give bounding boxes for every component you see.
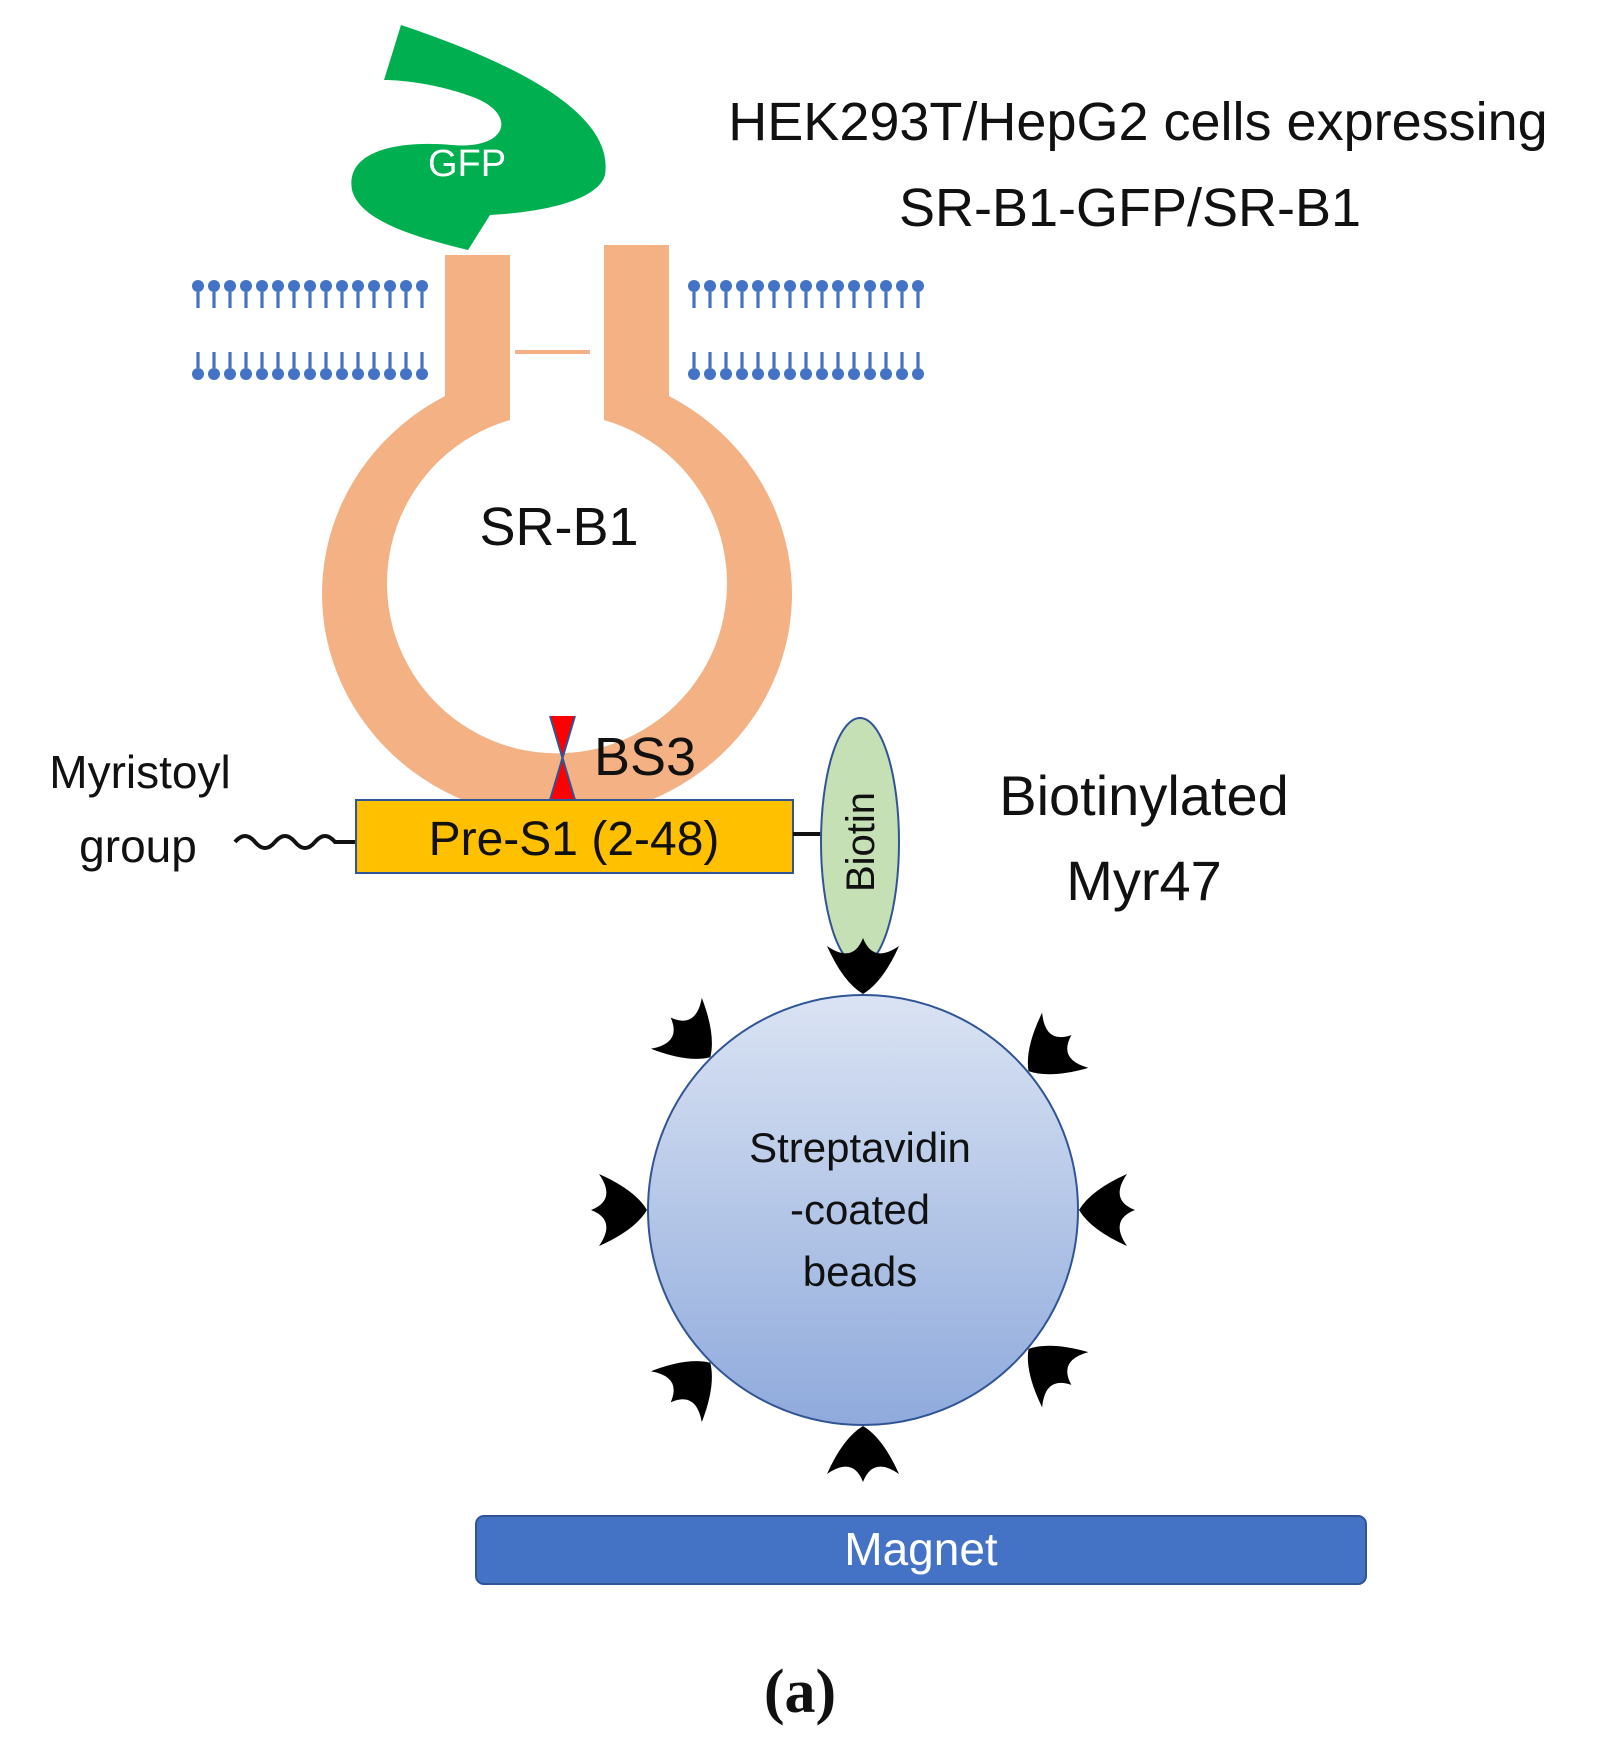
lipid-outer	[830, 278, 846, 310]
lipid-inner	[382, 350, 398, 382]
streptavidin-site	[650, 1361, 712, 1423]
lipid-outer	[798, 278, 814, 310]
streptavidin-bead	[647, 994, 1079, 1426]
lipid-outer	[334, 278, 350, 310]
biotinylated-label-line2: Myr47	[1066, 849, 1222, 912]
lipid-inner	[270, 350, 286, 382]
lipid-outer	[894, 278, 910, 310]
lipid-inner	[366, 350, 382, 382]
pres1-label: Pre-S1 (2-48)	[429, 813, 720, 866]
bs3-crosslinker	[549, 715, 576, 801]
lipid-inner	[782, 350, 798, 382]
streptavidin-site	[1027, 1345, 1089, 1408]
lipid-inner	[702, 350, 718, 382]
lipid-outer	[398, 278, 414, 310]
gfp-label: GFP	[428, 143, 506, 185]
lipid-outer	[718, 278, 734, 310]
lipid-inner	[846, 350, 862, 382]
streptavidin-site	[827, 1426, 899, 1482]
lipid-inner	[862, 350, 878, 382]
myristoyl-chain	[233, 834, 356, 850]
lipid-inner	[334, 350, 350, 382]
bs3-label: BS3	[594, 727, 696, 787]
myristoyl-label-line2: group	[79, 820, 197, 872]
lipid-outer	[414, 278, 430, 310]
lipid-outer	[750, 278, 766, 310]
pres1-box	[355, 799, 794, 874]
lipid-outer	[254, 278, 270, 310]
lipid-inner	[910, 350, 926, 382]
lipid-inner	[286, 350, 302, 382]
lipid-inner	[302, 350, 318, 382]
lipid-outer	[702, 278, 718, 310]
lipid-outer	[222, 278, 238, 310]
lipid-inner	[398, 350, 414, 382]
biotinylated-label-line1: Biotinylated	[999, 764, 1289, 827]
streptavidin-site	[650, 997, 712, 1059]
lipid-inner	[894, 350, 910, 382]
streptavidin-label-line3: beads	[803, 1248, 917, 1295]
lipid-outer	[318, 278, 334, 310]
lipid-inner	[718, 350, 734, 382]
lipid-outer	[206, 278, 222, 310]
cells-label-line1: HEK293T/HepG2 cells expressing	[728, 92, 1547, 152]
lipid-outer	[862, 278, 878, 310]
lipid-outer	[878, 278, 894, 310]
myristoyl-label-line1: Myristoyl	[49, 746, 230, 798]
lipid-inner	[830, 350, 846, 382]
lipid-outer	[270, 278, 286, 310]
lipid-outer	[846, 278, 862, 310]
magnet-label: Magnet	[844, 1523, 998, 1575]
lipid-inner	[350, 350, 366, 382]
lipid-outer	[302, 278, 318, 310]
lipid-outer	[734, 278, 750, 310]
panel-label: (a)	[764, 1658, 836, 1726]
lipid-inner	[734, 350, 750, 382]
lipid-inner	[686, 350, 702, 382]
streptavidin-site	[1027, 1012, 1089, 1075]
lipid-inner	[414, 350, 430, 382]
streptavidin-site	[591, 1174, 647, 1246]
lipid-outer	[350, 278, 366, 310]
lipid-outer	[910, 278, 926, 310]
lipid-inner	[222, 350, 238, 382]
lipid-inner	[238, 350, 254, 382]
srb1-receptor	[321, 245, 792, 819]
cell-membrane	[190, 278, 926, 382]
lipid-outer	[782, 278, 798, 310]
streptavidin-site	[827, 938, 899, 994]
lipid-inner	[878, 350, 894, 382]
lipid-inner	[814, 350, 830, 382]
lipid-outer	[286, 278, 302, 310]
lipid-inner	[190, 350, 206, 382]
lipid-outer	[190, 278, 206, 310]
biotin-label: Biotin	[839, 792, 883, 892]
streptavidin-label-line1: Streptavidin	[749, 1124, 971, 1171]
lipid-outer	[382, 278, 398, 310]
magnet-bar	[475, 1515, 1367, 1585]
lipid-outer	[238, 278, 254, 310]
lipid-inner	[206, 350, 222, 382]
lipid-inner	[254, 350, 270, 382]
lipid-outer	[366, 278, 382, 310]
lipid-inner	[750, 350, 766, 382]
streptavidin-site	[1079, 1174, 1135, 1246]
srb1-label: SR-B1	[479, 497, 638, 557]
gfp-shape	[351, 25, 606, 250]
streptavidin-label-line2: -coated	[790, 1186, 930, 1233]
lipid-outer	[814, 278, 830, 310]
lipid-inner	[798, 350, 814, 382]
lipid-outer	[686, 278, 702, 310]
cells-label-line2: SR-B1-GFP/SR-B1	[899, 178, 1361, 238]
lipid-inner	[766, 350, 782, 382]
streptavidin-sites	[591, 938, 1135, 1482]
lipid-outer	[766, 278, 782, 310]
lipid-inner	[318, 350, 334, 382]
